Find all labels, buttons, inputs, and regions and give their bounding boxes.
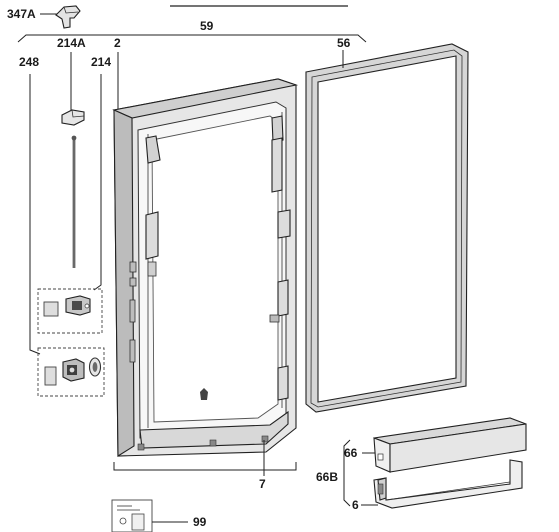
kit-248-box	[37, 347, 105, 397]
callout-7: 7	[259, 477, 266, 491]
part-2-door-panel	[112, 78, 299, 457]
part-248-ring	[88, 357, 102, 377]
callout-248: 248	[19, 55, 39, 69]
callout-214: 214	[91, 55, 111, 69]
callout-6: 6	[352, 498, 359, 512]
part-99-label-card	[111, 499, 153, 532]
bracket-248	[29, 74, 41, 355]
bracket-214	[93, 74, 102, 291]
part-214-lock-plate	[43, 301, 59, 317]
callout-59: 59	[200, 19, 214, 33]
callout-66: 66	[344, 446, 358, 460]
callout-99: 99	[193, 515, 207, 529]
part-248-lock-body	[62, 358, 85, 382]
callout-66B: 66B	[316, 470, 338, 484]
bracket-66B	[343, 439, 351, 507]
part-347A-hinge	[55, 5, 81, 29]
part-56-door-gasket	[305, 43, 469, 413]
bracket-7	[113, 462, 297, 471]
callout-56: 56	[337, 36, 351, 50]
bracket-59	[17, 34, 367, 43]
callout-214A: 214A	[57, 36, 86, 50]
kit-214-box	[37, 288, 103, 334]
part-248-plate	[44, 366, 57, 386]
part-214-lock-body	[65, 295, 91, 316]
part-rod	[71, 135, 77, 268]
part-6-lower-bin	[373, 459, 523, 509]
part-214A-handle-clip	[61, 109, 85, 126]
part-66-upper-bin	[373, 417, 527, 473]
callout-347A: 347A	[7, 7, 36, 21]
callout-2: 2	[114, 36, 121, 50]
